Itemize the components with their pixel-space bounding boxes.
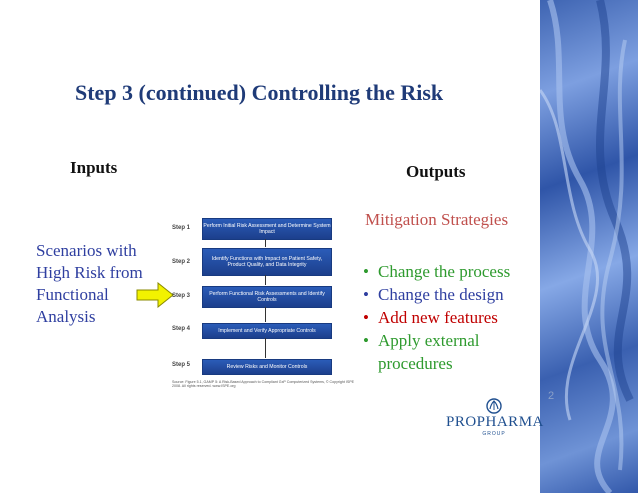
logo-subtext: GROUP <box>446 431 542 437</box>
step-label: Step 1 <box>172 225 190 231</box>
step-label: Step 2 <box>172 259 190 265</box>
bullet-icon: • <box>363 329 369 352</box>
input-line: Scenarios with <box>36 240 166 262</box>
list-item: •Add new features <box>363 306 510 329</box>
input-line: High Risk from <box>36 262 166 284</box>
step-label: Step 4 <box>172 326 190 332</box>
step-box: Implement and Verify Appropriate Control… <box>202 323 332 339</box>
inputs-heading: Inputs <box>70 158 117 178</box>
yellow-arrow-icon <box>136 282 174 308</box>
connector <box>265 307 266 322</box>
mitigation-list: •Change the process •Change the design •… <box>363 260 510 375</box>
list-item: •Change the process <box>363 260 510 283</box>
bullet-icon: • <box>363 283 369 306</box>
list-item: •Change the design <box>363 283 510 306</box>
bullet-icon: • <box>363 260 369 283</box>
input-line: Analysis <box>36 306 166 328</box>
decorative-marble-strip <box>540 0 638 493</box>
mitigation-heading: Mitigation Strategies <box>365 210 508 230</box>
step-box: Perform Initial Risk Assessment and Dete… <box>202 218 332 240</box>
step-label: Step 3 <box>172 293 190 299</box>
step-box: Review Risks and Monitor Controls <box>202 359 332 375</box>
page-number: 2 <box>548 390 554 402</box>
step-box: Identify Functions with Impact on Patien… <box>202 248 332 276</box>
slide-title: Step 3 (continued) Controlling the Risk <box>75 80 443 106</box>
bullet-icon: • <box>363 306 369 329</box>
step-label: Step 5 <box>172 362 190 368</box>
outputs-heading: Outputs <box>406 162 466 182</box>
connector <box>265 338 266 358</box>
connector <box>265 275 266 285</box>
connector <box>265 239 266 247</box>
figure-caption: Source: Figure 5.1, GAMP 5: A Risk-Based… <box>172 380 356 389</box>
step-box: Perform Functional Risk Assessments and … <box>202 286 332 308</box>
propharma-logo: PROPHARMA GROUP <box>446 398 542 442</box>
risk-process-flowchart: Step 1 Perform Initial Risk Assessment a… <box>170 216 358 402</box>
logo-wordmark: PROPHARMA <box>446 414 542 431</box>
